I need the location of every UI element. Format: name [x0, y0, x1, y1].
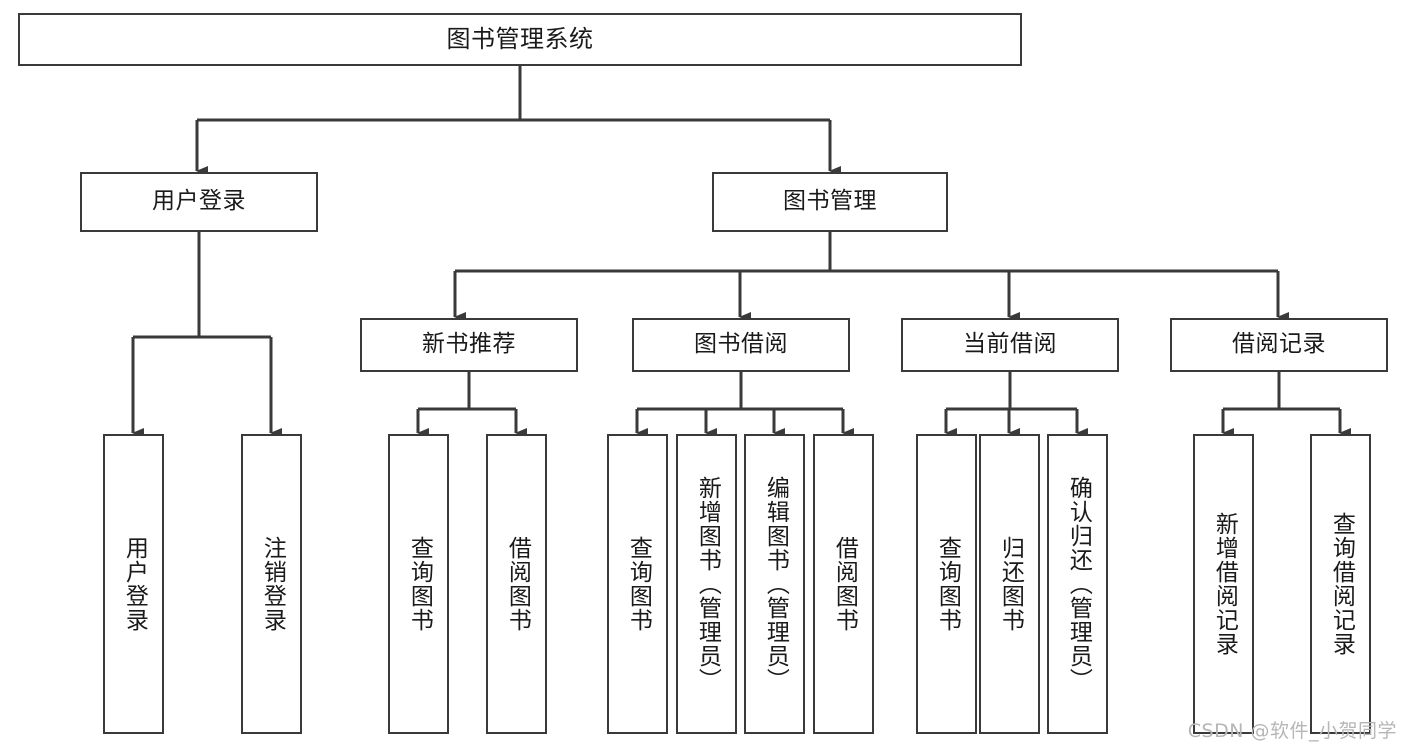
node-leaf-query-record[interactable]: 查询借阅记录 [1310, 434, 1371, 734]
node-user-login[interactable]: 用户登录 [80, 172, 318, 232]
node-leaf-borrow-book-bor[interactable]: 借阅图书 [813, 434, 874, 734]
node-leaf-borrow-book-rec[interactable]: 借阅图书 [486, 434, 547, 734]
node-leaf-edit-book[interactable]: 编辑图书（管理员） [744, 434, 805, 734]
node-leaf-user-login[interactable]: 用户登录 [103, 434, 164, 734]
node-label: 借阅图书 [504, 536, 531, 632]
node-label: 新增借阅记录 [1211, 512, 1238, 656]
node-label: 确认归还（管理员） [1065, 476, 1092, 692]
node-label: 借阅图书 [831, 536, 858, 632]
node-leaf-add-book[interactable]: 新增图书（管理员） [676, 434, 737, 734]
node-label: 注销登录 [259, 536, 286, 632]
node-book-borrow[interactable]: 图书借阅 [632, 318, 850, 372]
node-label: 编辑图书（管理员） [762, 476, 789, 692]
node-new-book-rec[interactable]: 新书推荐 [360, 318, 578, 372]
node-leaf-confirm-return[interactable]: 确认归还（管理员） [1047, 434, 1108, 734]
node-label: 查询借阅记录 [1328, 512, 1355, 656]
node-label: 查询图书 [406, 536, 433, 632]
node-leaf-query-book-rec[interactable]: 查询图书 [388, 434, 449, 734]
node-leaf-query-book-cur[interactable]: 查询图书 [916, 434, 977, 734]
node-leaf-logout[interactable]: 注销登录 [241, 434, 302, 734]
node-leaf-return-book[interactable]: 归还图书 [979, 434, 1040, 734]
node-label: 查询图书 [625, 536, 652, 632]
node-label: 归还图书 [997, 536, 1024, 632]
node-leaf-add-record[interactable]: 新增借阅记录 [1193, 434, 1254, 734]
node-label: 查询图书 [934, 536, 961, 632]
node-current-borrow[interactable]: 当前借阅 [901, 318, 1119, 372]
node-root[interactable]: 图书管理系统 [18, 13, 1022, 66]
node-label: 用户登录 [152, 188, 246, 215]
node-label: 借阅记录 [1232, 331, 1326, 358]
node-label: 图书管理 [783, 188, 877, 215]
node-book-manage[interactable]: 图书管理 [712, 172, 948, 232]
watermark-text: CSDN @软件_小贺同学 [1187, 720, 1397, 742]
node-label: 新增图书（管理员） [694, 476, 721, 692]
node-label: 用户登录 [121, 536, 148, 632]
node-borrow-record[interactable]: 借阅记录 [1170, 318, 1388, 372]
node-label: 新书推荐 [422, 331, 516, 358]
node-label: 当前借阅 [963, 331, 1057, 358]
node-leaf-query-book-bor[interactable]: 查询图书 [607, 434, 668, 734]
node-label: 图书借阅 [694, 331, 788, 358]
